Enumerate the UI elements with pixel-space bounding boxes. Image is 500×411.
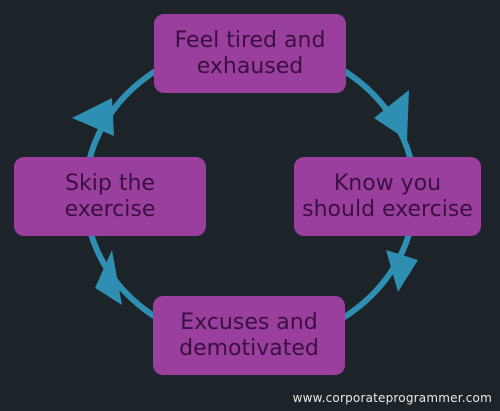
node-skip-exercise: Skip the exercise [14,157,206,236]
node-feel-tired: Feel tired and exhaused [154,14,346,93]
arrow-top-to-right [374,90,409,140]
watermark-text: www.corporateprogrammer.com [292,391,492,405]
node-label: Know you should exercise [302,170,473,222]
arrow-left-to-top [72,98,114,136]
node-excuses: Excuses and demotivated [153,296,345,375]
node-label: Skip the exercise [64,170,156,222]
node-know-exercise: Know you should exercise [294,157,481,236]
node-label: Feel tired and exhaused [174,27,326,79]
arrow-right-to-bottom [386,250,418,292]
arrow-bottom-to-left [95,250,122,305]
node-label: Excuses and demotivated [179,309,319,361]
